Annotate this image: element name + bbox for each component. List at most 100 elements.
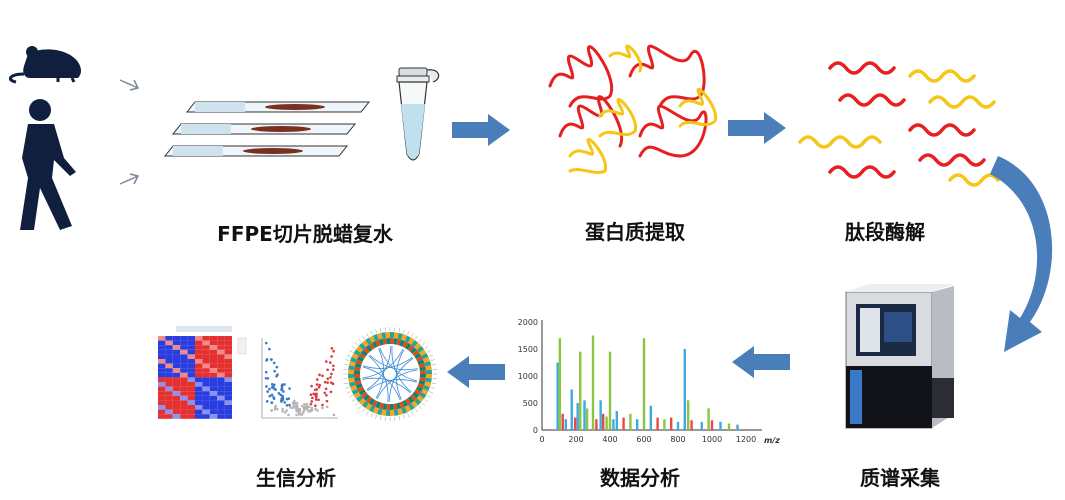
circos-link [362, 377, 411, 394]
heatmap-cell [209, 349, 218, 355]
heatmap-cell [165, 372, 173, 378]
spectrum-peak [690, 420, 693, 430]
volcano-plot-icon [261, 338, 338, 419]
volcano-point [265, 400, 269, 403]
heatmap-cell [217, 382, 225, 387]
step-label-peptide-digestion: 肽段酶解 [845, 220, 925, 244]
circos-link [367, 379, 417, 392]
circos-segment [351, 353, 359, 360]
volcano-point [326, 368, 329, 372]
x-tick-200: 200 [568, 435, 583, 444]
heatmap-cell [180, 414, 188, 419]
circos-segment [350, 356, 358, 363]
circos-segment [354, 377, 361, 382]
spectrum-peak [622, 417, 625, 430]
circos-segment [369, 405, 376, 413]
heatmap-cell [172, 395, 181, 401]
heatmap-cell [202, 354, 210, 359]
heatmap-cell [172, 340, 181, 346]
circos-segment [348, 374, 355, 379]
heatmap-cell [187, 377, 195, 382]
arrow-right-2 [728, 112, 786, 144]
heatmap-cell [217, 372, 225, 378]
volcano-point [288, 387, 291, 390]
volcano-point [332, 368, 335, 371]
circos-tick [421, 342, 426, 346]
volcano-point [325, 393, 328, 397]
heatmap-cell [172, 405, 181, 410]
circos-segment [393, 403, 398, 410]
circos-segment [357, 386, 365, 392]
heatmap-cell [195, 359, 203, 364]
circos-segment [372, 399, 378, 407]
peptide-waves-icon [798, 61, 1000, 187]
arrow-right-1 [452, 114, 510, 146]
volcano-point [314, 407, 317, 411]
heatmap-cell [172, 400, 181, 405]
spectrum-peak [583, 400, 586, 430]
volcano-point [321, 374, 324, 378]
volcano-point [325, 360, 328, 363]
heatmap-cell [209, 395, 218, 401]
heatmap-cell [187, 359, 195, 364]
x-tick-400: 400 [602, 435, 617, 444]
circos-segment [425, 377, 432, 383]
circos-segment [358, 342, 366, 350]
heatmap-cell [180, 354, 188, 359]
circos-segment [354, 366, 361, 371]
heatmap-cell [217, 414, 225, 419]
circos-segment [360, 349, 368, 357]
volcano-point [283, 411, 287, 414]
volcano-point [330, 347, 334, 350]
heatmap-cell [165, 363, 173, 369]
volcano-point [266, 377, 270, 380]
arrow-curve-down [990, 156, 1053, 352]
heatmap-cell [165, 336, 173, 341]
volcano-point [317, 398, 320, 402]
circos-segment [390, 403, 394, 410]
heatmap-cell [209, 409, 218, 415]
heatmap-cell [217, 391, 225, 396]
circos-segment [405, 398, 412, 406]
circos-tick [415, 408, 418, 413]
heatmap-cell [180, 377, 188, 382]
circos-segment [407, 344, 415, 352]
spectrum-peak [579, 351, 582, 430]
volcano-point [314, 398, 318, 401]
volcano-point [318, 373, 321, 377]
heatmap-cell [195, 391, 203, 396]
heatmap-cell [202, 345, 210, 350]
spectrum-peak [615, 411, 618, 430]
heatmap-cell [217, 345, 225, 350]
volcano-point [318, 383, 322, 387]
spectrum-peak [656, 417, 659, 430]
circos-link [366, 346, 392, 391]
volcano-point [315, 394, 318, 398]
heatmap-cell [158, 349, 166, 355]
circos-tick [375, 329, 377, 334]
circos-segment [351, 388, 359, 395]
circos-tick [432, 382, 437, 385]
heatmap-cell [195, 349, 203, 355]
step-label-bioinformatics: 生信分析 [256, 466, 336, 490]
heatmap-cell [217, 349, 225, 355]
heatmap-cell [158, 363, 166, 369]
heatmap-cell [180, 400, 188, 405]
volcano-point [321, 406, 324, 410]
heatmap-cell [172, 336, 181, 341]
heatmap-cell [202, 336, 210, 341]
heatmap-cell [217, 340, 225, 346]
heatmap-cell [209, 386, 218, 392]
circos-plot-icon [343, 327, 437, 421]
circos-segment [425, 374, 432, 379]
circos-segment [355, 383, 363, 389]
circos-segment [424, 361, 432, 367]
circos-segment [358, 352, 366, 359]
heatmap-cell [202, 368, 210, 373]
circos-segment [415, 356, 423, 362]
heatmap-cell [217, 368, 225, 373]
heatmap-cell [202, 400, 210, 405]
spectrum-peak [608, 351, 612, 430]
heatmap-cell [224, 391, 232, 396]
heatmap-cell [180, 340, 188, 346]
